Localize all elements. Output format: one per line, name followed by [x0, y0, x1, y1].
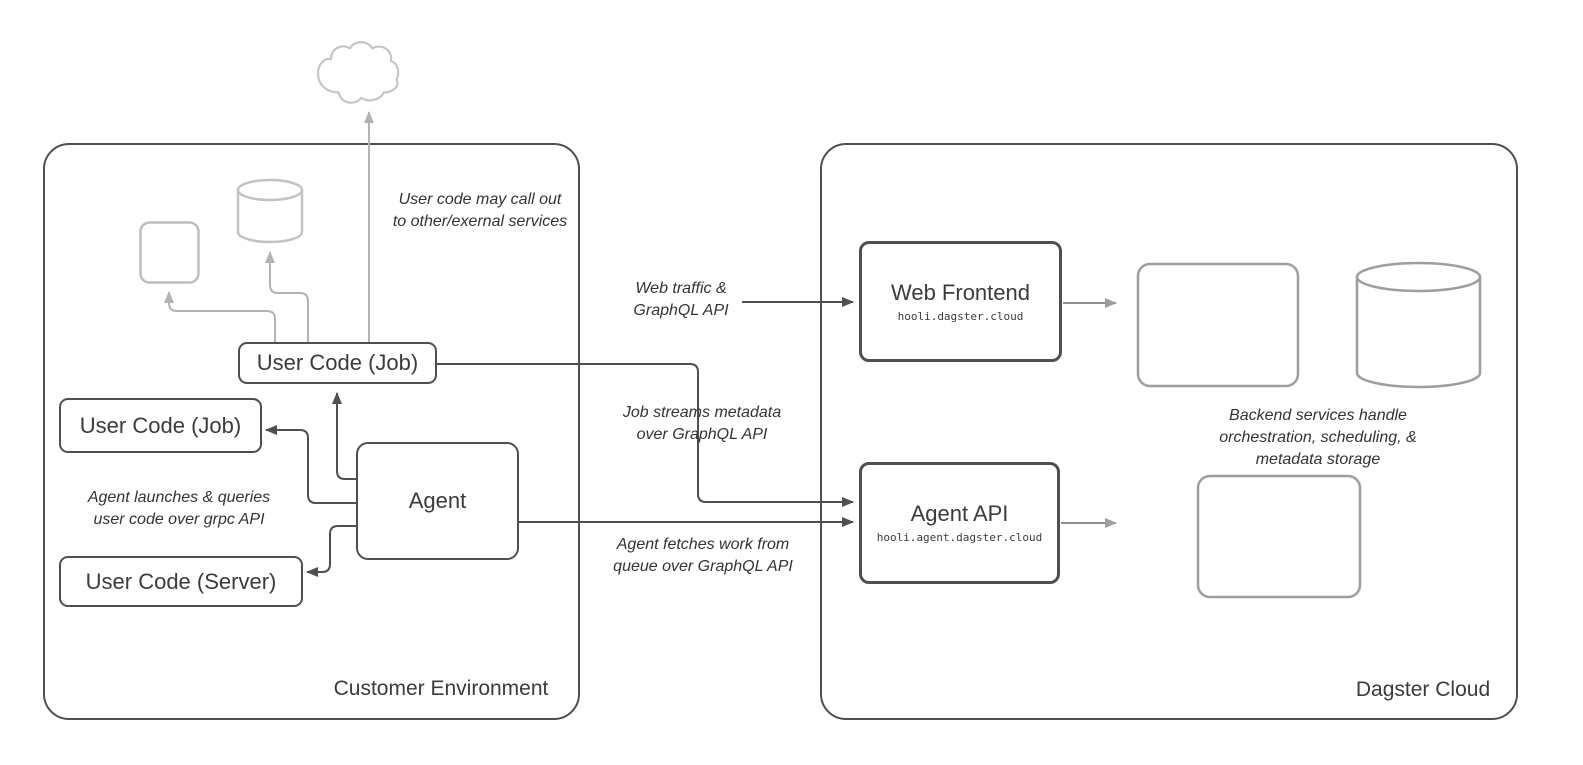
node-agent-api-subtitle: hooli.agent.dagster.cloud	[876, 531, 1043, 544]
backend-service-box-1	[1136, 262, 1300, 388]
edge-agent-to-job-left	[265, 425, 356, 504]
external-database-cylinder-icon	[236, 178, 304, 244]
backend-database-cylinder-icon	[1355, 261, 1482, 389]
annotation-web-traffic: Web traffic & GraphQL API	[633, 280, 729, 319]
node-user-code-job-top: User Code (Job)	[238, 342, 437, 384]
annotation-agent-fetches: Agent fetches work from queue over Graph…	[613, 536, 793, 575]
dagster-cloud-container	[820, 143, 1518, 720]
node-web-frontend-title: Web Frontend	[890, 279, 1030, 305]
external-resource-square	[139, 221, 200, 284]
node-web-frontend-subtitle: hooli.dagster.cloud	[897, 309, 1024, 323]
external-services-cloud-icon	[318, 42, 398, 103]
node-user-code-server: User Code (Server)	[59, 556, 303, 607]
annotation-backend-services: Backend services handle orchestration, s…	[1219, 407, 1417, 468]
node-user-code-server-label: User Code (Server)	[85, 568, 277, 594]
node-agent: Agent	[356, 442, 519, 560]
edge-job-to-agent-api	[437, 363, 854, 507]
node-agent-api: Agent API hooli.agent.dagster.cloud	[859, 462, 1060, 584]
annotation-job-streams: Job streams metadata over GraphQL API	[622, 404, 782, 443]
node-agent-api-title: Agent API	[910, 501, 1009, 526]
edge-agent-to-job-top	[332, 392, 356, 480]
edge-agent-to-server	[306, 525, 356, 577]
node-user-code-job-left-label: User Code (Job)	[79, 412, 242, 438]
edge-job-to-square	[164, 291, 276, 342]
node-user-code-job-top-label: User Code (Job)	[256, 350, 419, 375]
edge-job-to-cylinder	[265, 251, 309, 342]
annotation-agent-launches: Agent launches & queries user code over …	[87, 489, 271, 528]
node-agent-label: Agent	[408, 488, 467, 513]
customer-environment-container	[43, 143, 580, 720]
annotation-external-services: User code may call out to other/exernal …	[392, 191, 568, 230]
node-user-code-job-left: User Code (Job)	[59, 398, 262, 453]
customer-environment-label: Customer Environment	[333, 677, 549, 700]
backend-service-box-2	[1196, 474, 1362, 599]
node-web-frontend: Web Frontend hooli.dagster.cloud	[859, 241, 1062, 362]
dagster-cloud-label: Dagster Cloud	[1355, 678, 1491, 701]
